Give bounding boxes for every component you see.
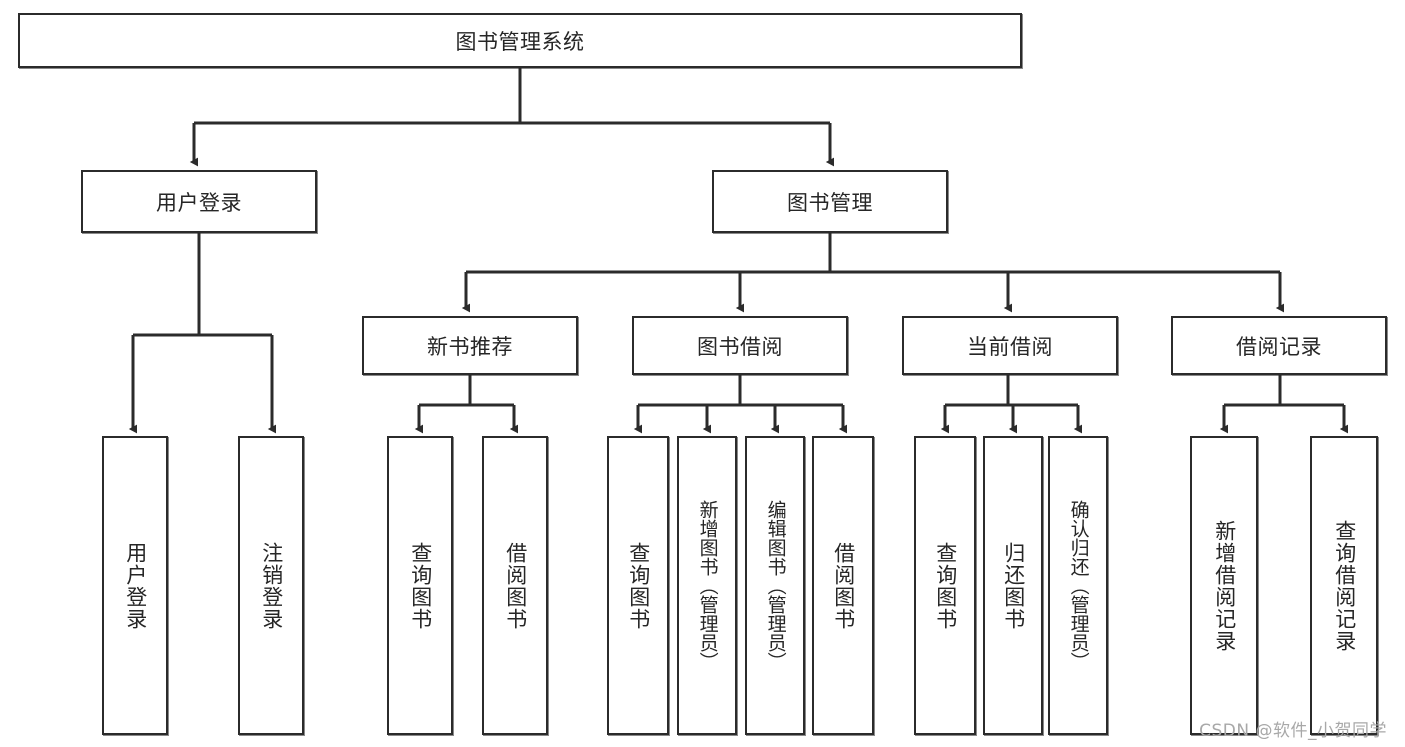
node-leaf-query-book-2[interactable]: 查询图书: [607, 436, 669, 735]
node-leaf-user-login[interactable]: 用户登录: [102, 436, 168, 735]
node-leaf-borrow-book-1[interactable]: 借阅图书: [482, 436, 548, 735]
node-leaf-return-book[interactable]: 归还图书: [983, 436, 1043, 735]
node-leaf-return-book-label: 归还图书: [1001, 541, 1026, 630]
node-leaf-query-record[interactable]: 查询借阅记录: [1310, 436, 1378, 735]
node-borrow-record-label: 借阅记录: [1236, 334, 1322, 359]
node-current-borrow[interactable]: 当前借阅: [902, 316, 1118, 375]
node-leaf-logout-label: 注销登录: [259, 541, 284, 630]
node-borrow-record[interactable]: 借阅记录: [1171, 316, 1387, 375]
node-book-management-label: 图书管理: [787, 190, 873, 215]
node-book-management[interactable]: 图书管理: [712, 170, 948, 233]
node-new-book-recommend[interactable]: 新书推荐: [362, 316, 578, 375]
node-leaf-query-book-1-label: 查询图书: [408, 541, 433, 630]
node-user-login-label: 用户登录: [156, 190, 242, 215]
node-leaf-add-book-label: 新增图书（管理员）: [696, 500, 719, 671]
node-leaf-query-record-label: 查询借阅记录: [1332, 519, 1357, 652]
node-leaf-edit-book[interactable]: 编辑图书（管理员）: [745, 436, 805, 735]
node-leaf-edit-book-label: 编辑图书（管理员）: [764, 500, 787, 671]
node-leaf-confirm-return-label: 确认归还（管理员）: [1067, 500, 1090, 671]
node-leaf-logout[interactable]: 注销登录: [238, 436, 304, 735]
node-leaf-query-book-1[interactable]: 查询图书: [387, 436, 453, 735]
node-leaf-borrow-book-2-label: 借阅图书: [831, 541, 856, 630]
node-book-borrow-label: 图书借阅: [697, 334, 783, 359]
node-leaf-confirm-return[interactable]: 确认归还（管理员）: [1048, 436, 1108, 735]
node-leaf-query-book-3-label: 查询图书: [933, 541, 958, 630]
node-current-borrow-label: 当前借阅: [967, 334, 1053, 359]
node-leaf-query-book-3[interactable]: 查询图书: [914, 436, 976, 735]
node-leaf-add-book[interactable]: 新增图书（管理员）: [677, 436, 737, 735]
node-leaf-borrow-book-2[interactable]: 借阅图书: [812, 436, 874, 735]
node-leaf-add-record[interactable]: 新增借阅记录: [1190, 436, 1258, 735]
node-root[interactable]: 图书管理系统: [18, 13, 1022, 68]
node-user-login[interactable]: 用户登录: [81, 170, 317, 233]
node-leaf-query-book-2-label: 查询图书: [626, 541, 651, 630]
node-root-label: 图书管理系统: [455, 29, 585, 54]
node-leaf-borrow-book-1-label: 借阅图书: [503, 541, 528, 630]
node-new-book-recommend-label: 新书推荐: [427, 334, 513, 359]
node-leaf-add-record-label: 新增借阅记录: [1212, 519, 1237, 652]
node-book-borrow[interactable]: 图书借阅: [632, 316, 848, 375]
csdn-watermark: CSDN @软件_小贺同学: [1199, 721, 1387, 741]
node-leaf-user-login-label: 用户登录: [123, 541, 148, 630]
